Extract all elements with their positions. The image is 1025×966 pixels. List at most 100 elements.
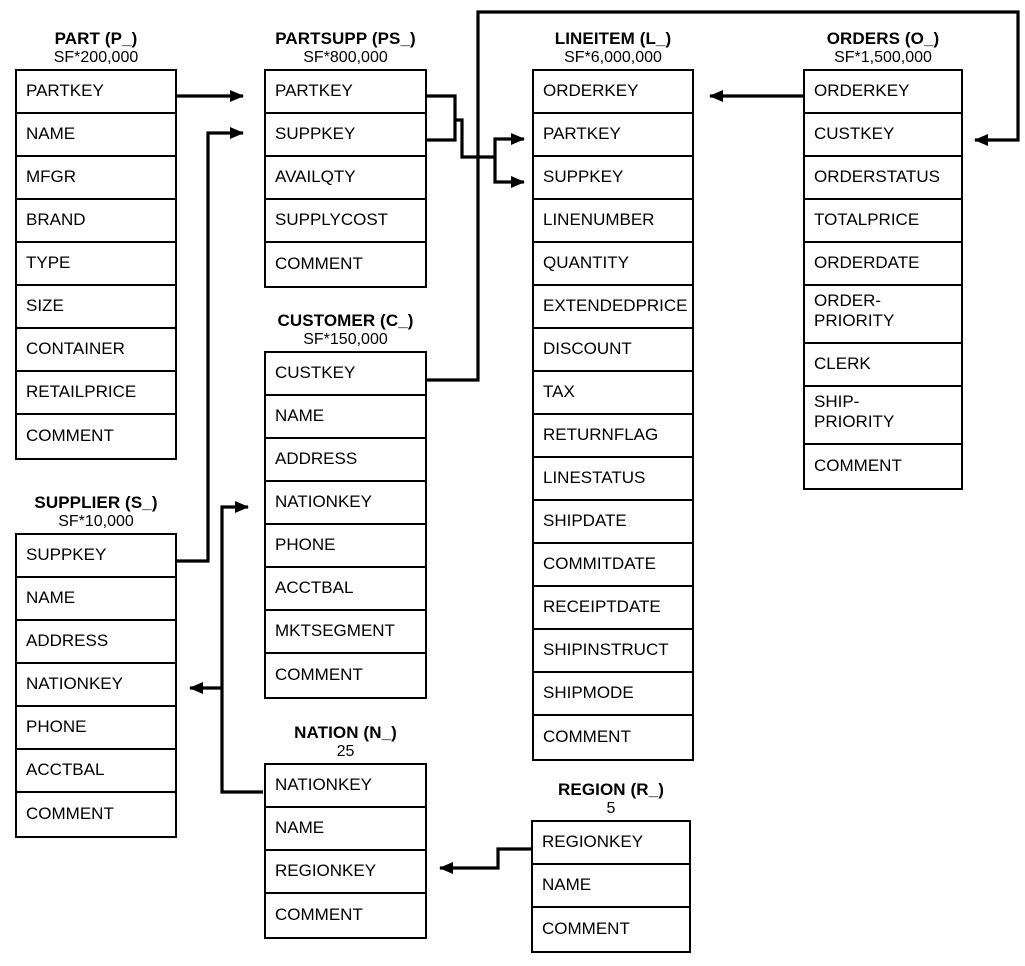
attr-part-retailprice[interactable]: RETAILPRICE <box>17 372 175 415</box>
attr-lineitem-shipinstruct[interactable]: SHIPINSTRUCT <box>534 630 692 673</box>
attr-orders-totalprice[interactable]: TOTALPRICE <box>805 200 961 243</box>
entity-customer-attributes: CUSTKEY NAME ADDRESS NATIONKEY PHONE ACC… <box>264 351 427 699</box>
entity-partsupp-caption: PARTSUPP (PS_) SF*800,000 <box>264 30 427 69</box>
attr-partsupp-suppkey[interactable]: SUPPKEY <box>266 114 425 157</box>
attr-nation-comment[interactable]: COMMENT <box>266 894 425 937</box>
wire-partsupp-merge-down <box>455 118 495 159</box>
entity-lineitem-caption: LINEITEM (L_) SF*6,000,000 <box>532 30 694 69</box>
attr-lineitem-quantity[interactable]: QUANTITY <box>534 243 692 286</box>
attr-supplier-suppkey[interactable]: SUPPKEY <box>17 535 175 578</box>
attr-lineitem-discount[interactable]: DISCOUNT <box>534 329 692 372</box>
entity-supplier-attributes: SUPPKEY NAME ADDRESS NATIONKEY PHONE ACC… <box>15 533 177 838</box>
entity-supplier: SUPPLIER (S_) SF*10,000 SUPPKEY NAME ADD… <box>15 494 177 838</box>
attr-region-name[interactable]: NAME <box>533 865 689 908</box>
attr-lineitem-returnflag[interactable]: RETURNFLAG <box>534 415 692 458</box>
entity-supplier-caption: SUPPLIER (S_) SF*10,000 <box>15 494 177 533</box>
entity-orders-attributes: ORDERKEY CUSTKEY ORDERSTATUS TOTALPRICE … <box>803 69 963 490</box>
attr-supplier-nationkey[interactable]: NATIONKEY <box>17 664 175 707</box>
entity-part-name: PART (P_) <box>54 29 138 48</box>
attr-lineitem-linenumber[interactable]: LINENUMBER <box>534 200 692 243</box>
wire-region-to-nation <box>439 847 531 874</box>
attr-part-container[interactable]: CONTAINER <box>17 329 175 372</box>
attr-customer-address[interactable]: ADDRESS <box>266 439 425 482</box>
entity-region: REGION (R_) 5 REGIONKEY NAME COMMENT <box>531 781 691 953</box>
attr-supplier-phone[interactable]: PHONE <box>17 707 175 750</box>
attr-lineitem-extendedprice[interactable]: EXTENDEDPRICE <box>534 286 692 329</box>
entity-nation-caption: NATION (N_) 25 <box>264 724 427 763</box>
entity-part: PART (P_) SF*200,000 PARTKEY NAME MFGR B… <box>15 30 177 460</box>
attr-supplier-comment[interactable]: COMMENT <box>17 793 175 836</box>
attr-customer-comment[interactable]: COMMENT <box>266 654 425 697</box>
attr-part-size[interactable]: SIZE <box>17 286 175 329</box>
attr-lineitem-commitdate[interactable]: COMMITDATE <box>534 544 692 587</box>
entity-region-cardinality: 5 <box>606 800 616 817</box>
entity-partsupp-attributes: PARTKEY SUPPKEY AVAILQTY SUPPLYCOST COMM… <box>264 69 427 288</box>
attr-part-type[interactable]: TYPE <box>17 243 175 286</box>
attr-region-comment[interactable]: COMMENT <box>533 908 689 951</box>
attr-orders-orderpriority-line2: PRIORITY <box>814 311 895 331</box>
attr-lineitem-linestatus[interactable]: LINESTATUS <box>534 458 692 501</box>
attr-customer-custkey[interactable]: CUSTKEY <box>266 353 425 396</box>
attr-lineitem-suppkey[interactable]: SUPPKEY <box>534 157 692 200</box>
wire-to-lineitem-partkey <box>493 133 525 157</box>
attr-orders-clerk[interactable]: CLERK <box>805 344 961 387</box>
wire-to-lineitem-suppkey <box>493 157 525 188</box>
attr-orders-comment[interactable]: COMMENT <box>805 445 961 488</box>
entity-customer-name: CUSTOMER (C_) <box>277 311 414 330</box>
attr-lineitem-partkey[interactable]: PARTKEY <box>534 114 692 157</box>
entity-lineitem-attributes: ORDERKEY PARTKEY SUPPKEY LINENUMBER QUAN… <box>532 69 694 761</box>
attr-supplier-name[interactable]: NAME <box>17 578 175 621</box>
attr-partsupp-supplycost[interactable]: SUPPLYCOST <box>266 200 425 243</box>
entity-customer-caption: CUSTOMER (C_) SF*150,000 <box>264 312 427 351</box>
attr-partsupp-partkey[interactable]: PARTKEY <box>266 71 425 114</box>
entity-orders-name: ORDERS (O_) <box>826 29 940 48</box>
attr-partsupp-availqty[interactable]: AVAILQTY <box>266 157 425 200</box>
attr-customer-nationkey[interactable]: NATIONKEY <box>266 482 425 525</box>
attr-part-partkey[interactable]: PARTKEY <box>17 71 175 114</box>
attr-part-comment[interactable]: COMMENT <box>17 415 175 458</box>
entity-part-caption: PART (P_) SF*200,000 <box>15 30 177 69</box>
attr-lineitem-shipdate[interactable]: SHIPDATE <box>534 501 692 544</box>
attr-part-brand[interactable]: BRAND <box>17 200 175 243</box>
attr-customer-name[interactable]: NAME <box>266 396 425 439</box>
entity-partsupp: PARTSUPP (PS_) SF*800,000 PARTKEY SUPPKE… <box>264 30 427 288</box>
attr-orders-custkey[interactable]: CUSTKEY <box>805 114 961 157</box>
attr-orders-shippriority-line1: SHIP- <box>814 392 860 411</box>
entity-part-attributes: PARTKEY NAME MFGR BRAND TYPE SIZE CONTAI… <box>15 69 177 460</box>
entity-region-caption: REGION (R_) 5 <box>531 781 691 820</box>
attr-partsupp-comment[interactable]: COMMENT <box>266 243 425 286</box>
wire-partsupp-suppkey-stub <box>427 120 457 142</box>
attr-orders-orderstatus[interactable]: ORDERSTATUS <box>805 157 961 200</box>
entity-lineitem: LINEITEM (L_) SF*6,000,000 ORDERKEY PART… <box>532 30 694 761</box>
attr-lineitem-comment[interactable]: COMMENT <box>534 716 692 759</box>
entity-orders: ORDERS (O_) SF*1,500,000 ORDERKEY CUSTKE… <box>803 30 963 490</box>
attr-orders-shippriority-line2: PRIORITY <box>814 412 895 432</box>
entity-customer-cardinality: SF*150,000 <box>303 331 388 348</box>
attr-part-mfgr[interactable]: MFGR <box>17 157 175 200</box>
attr-supplier-address[interactable]: ADDRESS <box>17 621 175 664</box>
attr-customer-acctbal[interactable]: ACCTBAL <box>266 568 425 611</box>
attr-lineitem-receiptdate[interactable]: RECEIPTDATE <box>534 587 692 630</box>
attr-customer-phone[interactable]: PHONE <box>266 525 425 568</box>
attr-supplier-acctbal[interactable]: ACCTBAL <box>17 750 175 793</box>
attr-nation-name[interactable]: NAME <box>266 808 425 851</box>
attr-lineitem-shipmode[interactable]: SHIPMODE <box>534 673 692 716</box>
entity-orders-cardinality: SF*1,500,000 <box>834 49 932 66</box>
wire-supplier-to-partsupp <box>177 127 244 563</box>
entity-nation-name: NATION (N_) <box>294 723 397 742</box>
entity-nation-cardinality: 25 <box>336 743 355 760</box>
attr-orders-orderdate[interactable]: ORDERDATE <box>805 243 961 286</box>
attr-nation-regionkey[interactable]: REGIONKEY <box>266 851 425 894</box>
entity-part-cardinality: SF*200,000 <box>53 49 139 66</box>
attr-orders-orderpriority-line1: ORDER- <box>814 291 882 310</box>
attr-lineitem-orderkey[interactable]: ORDERKEY <box>534 71 692 114</box>
attr-orders-orderpriority[interactable]: ORDER- PRIORITY <box>805 286 961 344</box>
attr-lineitem-tax[interactable]: TAX <box>534 372 692 415</box>
attr-orders-shippriority[interactable]: SHIP- PRIORITY <box>805 387 961 445</box>
attr-orders-orderkey[interactable]: ORDERKEY <box>805 71 961 114</box>
attr-part-name[interactable]: NAME <box>17 114 175 157</box>
attr-nation-nationkey[interactable]: NATIONKEY <box>266 765 425 808</box>
attr-region-regionkey[interactable]: REGIONKEY <box>533 822 689 865</box>
attr-customer-mktsegment[interactable]: MKTSEGMENT <box>266 611 425 654</box>
